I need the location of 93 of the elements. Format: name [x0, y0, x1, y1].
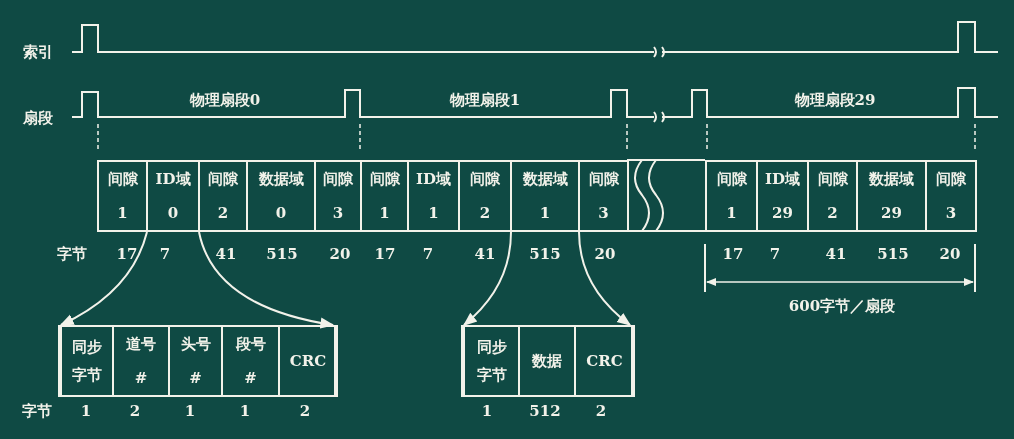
- field-number: 0: [167, 204, 179, 223]
- field-name: 同步字节: [475, 337, 508, 386]
- field-number: 2: [479, 204, 491, 223]
- field-name: 间隙: [107, 169, 138, 189]
- sector-label: 物理扇段1: [449, 90, 521, 110]
- field-cell: [246, 160, 316, 232]
- curved-arrow: [578, 231, 632, 326]
- byte-count: 515: [877, 245, 909, 263]
- field-cell: [360, 160, 409, 232]
- field-number: #: [244, 369, 257, 388]
- signal-label: 索引: [23, 42, 53, 62]
- field-number: 1: [379, 204, 390, 223]
- byte-count: 20: [329, 245, 351, 263]
- field-number: 0: [275, 204, 287, 223]
- field-number: 2: [217, 204, 229, 223]
- field-name: 数据域: [869, 169, 914, 189]
- byte-count: 17: [116, 245, 138, 263]
- field-name: 间隙: [936, 169, 966, 189]
- field-number: 1: [117, 204, 128, 223]
- byte-count: 41: [215, 245, 237, 263]
- field-name: 头号: [180, 334, 211, 354]
- field-name: 段号: [235, 334, 266, 354]
- field-name: 间隙: [716, 169, 747, 189]
- field-number: 29: [772, 204, 793, 223]
- curved-arrow: [198, 231, 335, 329]
- field-cell: [807, 160, 858, 232]
- byte-count: 41: [474, 245, 496, 263]
- field-number: 3: [598, 204, 609, 223]
- byte-count: 1: [481, 402, 493, 420]
- field-cell: [146, 160, 200, 232]
- field-cell: [198, 160, 248, 232]
- field-name: 道号: [126, 334, 156, 354]
- curved-arrow: [59, 231, 148, 326]
- byte-count: 7: [159, 245, 171, 263]
- signal-label: 扇段: [23, 108, 53, 128]
- byte-count: 1: [80, 402, 92, 420]
- byte-count: 512: [529, 402, 561, 420]
- field-cell: [578, 160, 629, 232]
- field-cell: [925, 160, 977, 232]
- byte-count: 1: [184, 402, 196, 420]
- field-number: #: [189, 369, 202, 388]
- dimension-label: 600字节／扇段: [788, 296, 896, 316]
- field-name: CRC: [586, 352, 623, 370]
- byte-count: 515: [266, 245, 298, 263]
- field-cell: [705, 160, 758, 232]
- field-name: 数据: [531, 351, 563, 372]
- field-number: 1: [539, 204, 551, 223]
- field-number: 1: [428, 204, 439, 223]
- field-number: 3: [945, 204, 957, 223]
- field-name: 间隙: [470, 169, 500, 189]
- field-number: 1: [726, 204, 737, 223]
- field-name: 数据域: [522, 169, 568, 189]
- field-cell: [314, 160, 362, 232]
- byte-count: 2: [595, 402, 607, 420]
- byte-count: 20: [594, 245, 616, 263]
- curved-arrow: [462, 231, 512, 326]
- field-name: 间隙: [369, 169, 400, 189]
- field-name: ID域: [416, 169, 451, 189]
- field-cell: [510, 160, 580, 232]
- byte-count: 7: [422, 245, 434, 263]
- field-number: 3: [332, 204, 344, 223]
- field-cell: [458, 160, 512, 232]
- field-name: 间隙: [588, 169, 619, 189]
- sector-label: 物理扇段0: [189, 90, 261, 110]
- byte-count: 20: [939, 245, 961, 263]
- byte-count: 2: [129, 402, 141, 420]
- field-cell: [97, 160, 148, 232]
- field-cell: [407, 160, 460, 232]
- byte-count: 515: [529, 245, 561, 263]
- field-name: 间隙: [208, 169, 238, 189]
- field-cell: [756, 160, 809, 232]
- sector-label: 物理扇段29: [794, 90, 876, 110]
- field-name: 间隙: [817, 169, 848, 189]
- byte-count: 2: [299, 402, 311, 420]
- row-label: 字节: [22, 401, 52, 421]
- field-name: CRC: [289, 352, 327, 370]
- byte-count: 7: [769, 245, 781, 263]
- field-name: 数据域: [258, 169, 304, 189]
- record-box: [58, 325, 336, 397]
- record-box: [461, 325, 633, 397]
- field-name: 同步字节: [71, 337, 103, 386]
- byte-count: 1: [239, 402, 251, 420]
- field-name: 间隙: [323, 169, 353, 189]
- byte-count: 17: [374, 245, 396, 263]
- field-number: 2: [827, 204, 838, 223]
- byte-count: 17: [722, 245, 744, 263]
- field-number: 29: [881, 204, 902, 223]
- field-name: ID域: [765, 169, 800, 189]
- byte-count: 41: [825, 245, 847, 263]
- field-number: #: [134, 369, 148, 388]
- row-label: 字节: [57, 244, 87, 264]
- field-cell: [856, 160, 927, 232]
- field-name: ID域: [155, 169, 191, 189]
